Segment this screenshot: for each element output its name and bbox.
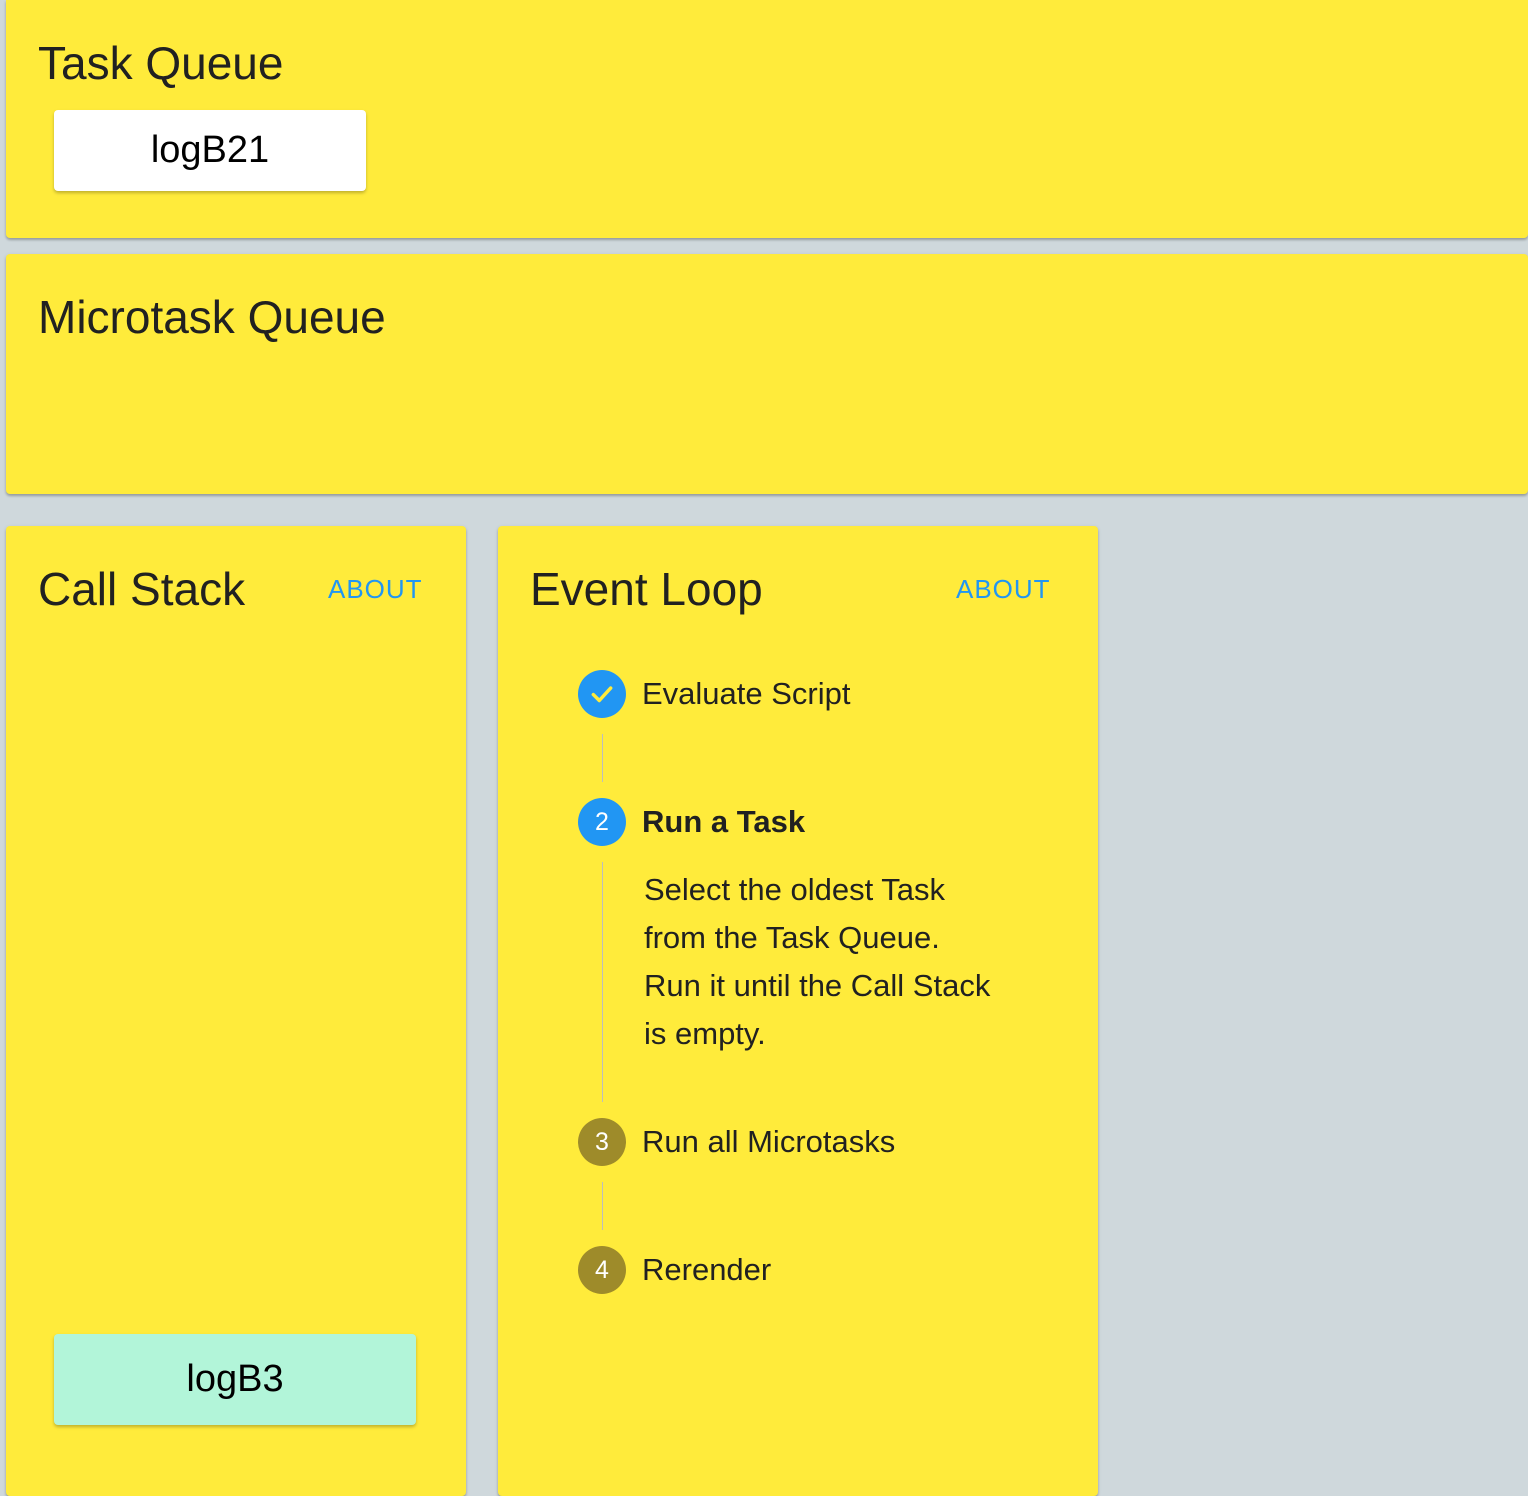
step-label: Run a Task bbox=[642, 804, 806, 839]
step-description: Select the oldest Task from the Task Que… bbox=[644, 872, 991, 1051]
call-stack-title: Call Stack bbox=[38, 563, 246, 615]
microtask-queue-title: Microtask Queue bbox=[38, 291, 386, 343]
check-icon bbox=[578, 670, 626, 718]
step-number-badge: 4 bbox=[578, 1246, 626, 1294]
step-rerender: 4 Rerender bbox=[578, 1246, 771, 1294]
event-loop-panel: Event Loop ABOUT Evaluate Script 2 Run a… bbox=[498, 526, 1098, 1496]
step-label: Rerender bbox=[642, 1252, 772, 1287]
step-connector bbox=[602, 862, 603, 1102]
step-number-badge: 2 bbox=[578, 798, 626, 846]
task-item: logB21 bbox=[54, 110, 366, 191]
call-stack-frame: logB3 bbox=[54, 1334, 416, 1425]
step-run-a-task: 2 Run a Task bbox=[578, 798, 805, 846]
step-label: Run all Microtasks bbox=[642, 1124, 896, 1159]
call-stack-about-button[interactable]: ABOUT bbox=[328, 574, 423, 604]
event-loop-title: Event Loop bbox=[530, 563, 763, 615]
call-stack-panel: Call Stack ABOUT logB3 bbox=[6, 526, 466, 1496]
microtask-queue-panel: Microtask Queue bbox=[6, 254, 1528, 494]
step-run-all-microtasks: 3 Run all Microtasks bbox=[578, 1118, 895, 1166]
step-evaluate-script: Evaluate Script bbox=[578, 670, 851, 718]
step-number-badge: 3 bbox=[578, 1118, 626, 1166]
task-queue-title: Task Queue bbox=[38, 37, 284, 89]
event-loop-about-button[interactable]: ABOUT bbox=[956, 574, 1051, 604]
task-queue-panel: Task Queue logB21 bbox=[6, 0, 1528, 238]
step-connector bbox=[602, 734, 603, 782]
step-label: Evaluate Script bbox=[642, 676, 851, 711]
step-connector bbox=[602, 1182, 603, 1230]
